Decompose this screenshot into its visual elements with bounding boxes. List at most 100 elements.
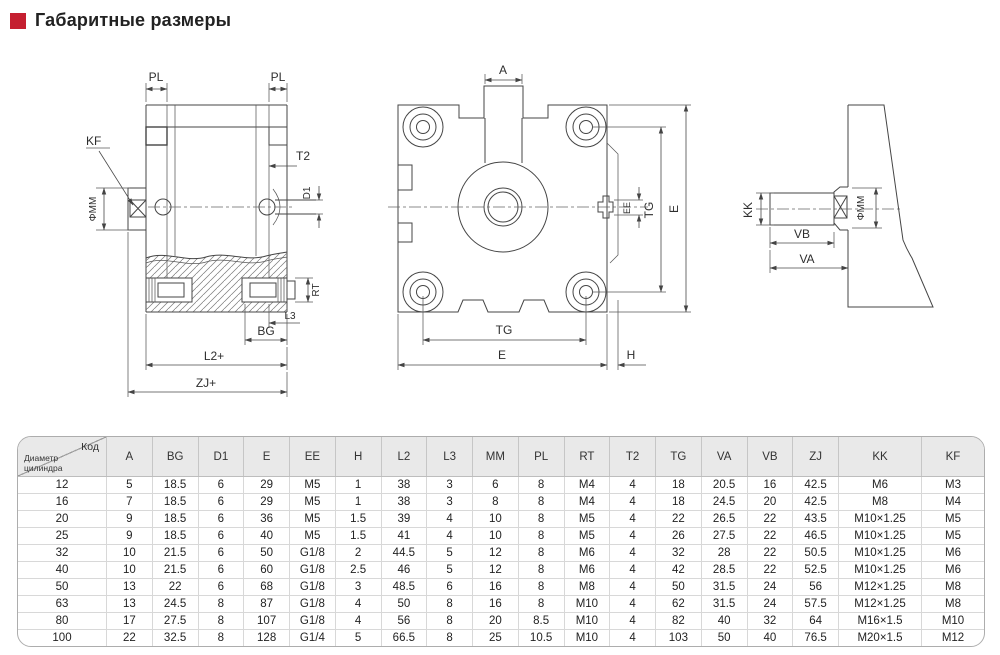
table-cell: 24.5: [151, 595, 198, 613]
table-cell: 1.5: [334, 527, 381, 545]
table-cell: 18.5: [151, 493, 198, 511]
rod-view-dimensions: KK ΦMM VB VA: [741, 187, 882, 273]
table-cell: M12: [921, 629, 984, 646]
table-cell: M10×1.25: [838, 544, 922, 562]
row-code-cell: 50: [18, 578, 107, 596]
column-header-va: VA: [700, 437, 747, 477]
table-cell: 8: [472, 493, 519, 511]
table-cell: 32.5: [151, 629, 198, 646]
table-cell: 6: [472, 476, 519, 494]
table-cell: M6: [838, 476, 922, 494]
column-header-kf: KF: [921, 437, 984, 477]
table-cell: 8: [517, 544, 564, 562]
table-cell: 8: [197, 612, 244, 630]
table-cell: 66.5: [380, 629, 427, 646]
table-cell: 6: [197, 527, 244, 545]
table-cell: 6: [197, 510, 244, 528]
table-cell: 8: [517, 493, 564, 511]
table-cell: 42.5: [792, 476, 839, 494]
table-cell: 20: [746, 493, 793, 511]
table-cell: 27.5: [700, 527, 747, 545]
port-cross-boss: [597, 195, 614, 219]
dim-label-l3: L3: [284, 311, 296, 322]
table-cell: 29: [243, 476, 290, 494]
table-cell: 22: [106, 629, 153, 646]
table-cell: 29: [243, 493, 290, 511]
table-cell: 9: [106, 527, 153, 545]
table-cell: 57.5: [792, 595, 839, 613]
column-header-tg: TG: [655, 437, 702, 477]
row-code-cell: 40: [18, 561, 107, 579]
profile-plate: [606, 142, 619, 264]
table-cell: 8: [426, 629, 473, 646]
table-cell: M16×1.5: [838, 612, 922, 630]
table-cell: 10.5: [517, 629, 564, 646]
table-cell: 4: [609, 493, 656, 511]
table-cell: 64: [792, 612, 839, 630]
dim-label-phi-mm: ΦMM: [88, 197, 99, 222]
column-header-rt: RT: [563, 437, 610, 477]
table-cell: 8: [426, 595, 473, 613]
dim-label-bg: BG: [257, 324, 274, 338]
table-cell: 5: [334, 629, 381, 646]
table-cell: 68: [243, 578, 290, 596]
table-cell: M10: [563, 595, 610, 613]
table-cell: 22: [746, 561, 793, 579]
rod-tube-lines: [484, 118, 523, 163]
table-cell: G1/8: [289, 578, 336, 596]
table-cell: 50: [655, 578, 702, 596]
rod-body-outline: [847, 104, 934, 308]
table-cell: 28.5: [700, 561, 747, 579]
table-cell: M8: [838, 493, 922, 511]
table-cell: M8: [563, 578, 610, 596]
table-cell: M5: [563, 510, 610, 528]
dim-label-h: H: [627, 348, 636, 362]
table-cell: 1.5: [334, 510, 381, 528]
row-code-cell: 20: [18, 510, 107, 528]
table-cell: 62: [655, 595, 702, 613]
dim-label-tg-vertical: TG: [642, 202, 656, 219]
table-cell: 17: [106, 612, 153, 630]
column-header-e: E: [243, 437, 290, 477]
table-cell: 4: [609, 578, 656, 596]
table-cell: 8: [197, 629, 244, 646]
break-wave-line: [145, 251, 288, 260]
table-cell: 50: [243, 544, 290, 562]
table-cell: 31.5: [700, 595, 747, 613]
table-cell: M4: [563, 476, 610, 494]
table-cell: M5: [289, 527, 336, 545]
table-cell: M5: [289, 476, 336, 494]
table-cell: G1/8: [289, 612, 336, 630]
table-cell: 18.5: [151, 510, 198, 528]
left-slot-upper: [397, 164, 413, 191]
table-cell: 13: [106, 595, 153, 613]
table-cell: 10: [472, 527, 519, 545]
table-cell: M8: [921, 595, 984, 613]
table-cell: 10: [472, 510, 519, 528]
dim-label-tg-horizontal: TG: [496, 323, 513, 337]
table-cell: 18: [655, 476, 702, 494]
column-header-l3: L3: [426, 437, 473, 477]
dim-label-phi-mm-2: ΦMM: [856, 196, 867, 221]
dim-label-vb: VB: [794, 227, 810, 241]
table-cell: 1: [334, 476, 381, 494]
dim-label-l2: L2+: [204, 349, 224, 363]
table-cell: 3: [426, 493, 473, 511]
table-cell: 31.5: [700, 578, 747, 596]
front-view-dimensions: A EE TG E TG E: [397, 63, 691, 370]
table-cell: 50: [380, 595, 427, 613]
column-header-vb: VB: [746, 437, 793, 477]
corner-label-diameter: Диаметр цилиндра: [24, 452, 63, 473]
table-cell: 43.5: [792, 510, 839, 528]
table-cell: 4: [609, 544, 656, 562]
table-cell: 56: [792, 578, 839, 596]
table-cell: M5: [921, 527, 984, 545]
column-header-ee: EE: [289, 437, 336, 477]
table-cell: 7: [106, 493, 153, 511]
